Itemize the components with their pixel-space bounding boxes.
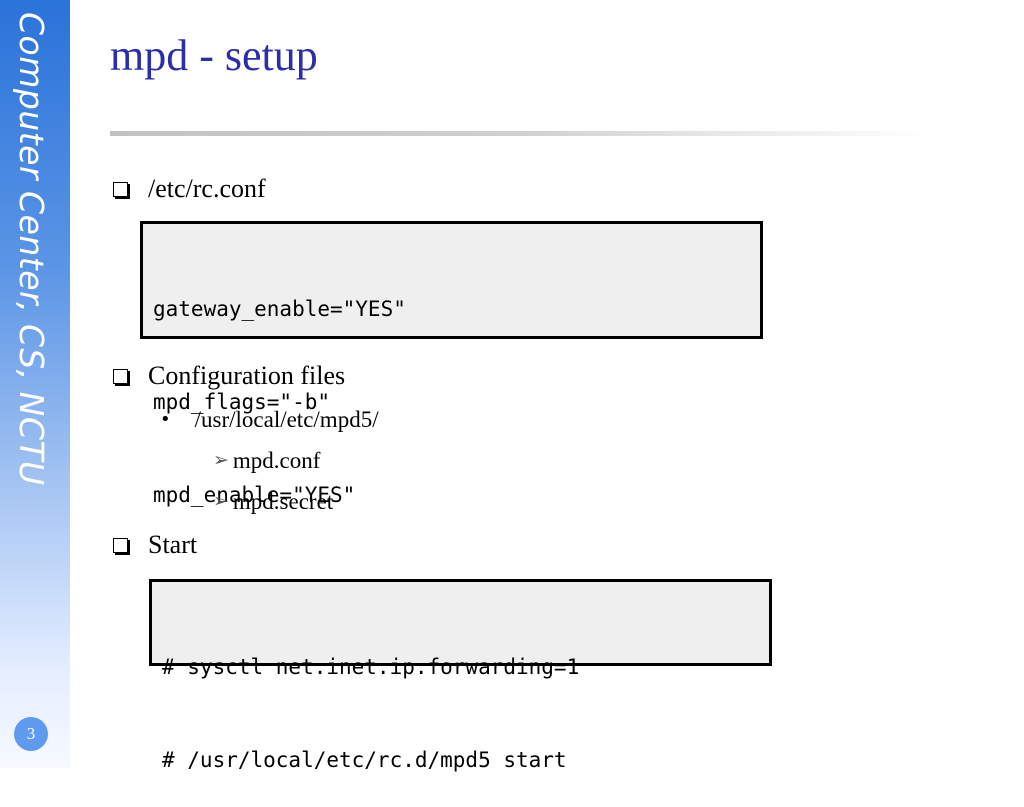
slide-title: mpd - setup: [110, 31, 318, 80]
bullet-config: Configuration files: [113, 363, 345, 389]
bullet-rcconf: /etc/rc.conf: [113, 176, 266, 202]
sidebar-label: Computer Center, CS, NCTU: [12, 12, 51, 486]
config-file-label: mpd.secret: [232, 489, 334, 514]
config-file-item: ➢ mpd.secret: [213, 490, 333, 513]
checkbox-bullet-icon: [113, 368, 128, 384]
arrow-bullet-icon: ➢: [213, 490, 229, 512]
code-line: mpd_enable="YES": [153, 483, 356, 507]
bullet-rcconf-label: /etc/rc.conf: [148, 174, 266, 203]
arrow-bullet-icon: ➢: [213, 449, 229, 471]
config-path-label: /usr/local/etc/mpd5/: [194, 407, 379, 432]
code-line: # /usr/local/etc/rc.d/mpd5 start: [162, 748, 567, 772]
code-line: # sysctl net.inet.ip.forwarding=1: [162, 655, 580, 679]
checkbox-bullet-icon: [113, 181, 128, 197]
title-divider: [110, 131, 930, 136]
bullet-start: Start: [113, 532, 197, 558]
sidebar: Computer Center, CS, NCTU 3: [0, 0, 70, 768]
bullet-dot-icon: •: [160, 408, 171, 430]
bullet-config-label: Configuration files: [148, 361, 346, 390]
code-line: mpd_flags="-b": [153, 390, 331, 414]
bullet-start-label: Start: [148, 530, 198, 559]
config-file-item: ➢ mpd.conf: [213, 449, 320, 472]
checkbox-bullet-icon: [113, 537, 128, 553]
rcconf-code-box: gateway_enable="YES" mpd_flags="-b" mpd_…: [140, 221, 763, 507]
code-line: gateway_enable="YES": [153, 297, 406, 321]
start-code-box: # sysctl net.inet.ip.forwarding=1 # /usr…: [149, 579, 772, 772]
config-file-label: mpd.conf: [232, 448, 321, 473]
page-number-badge: 3: [14, 717, 48, 751]
config-path-item: • /usr/local/etc/mpd5/: [160, 408, 379, 431]
